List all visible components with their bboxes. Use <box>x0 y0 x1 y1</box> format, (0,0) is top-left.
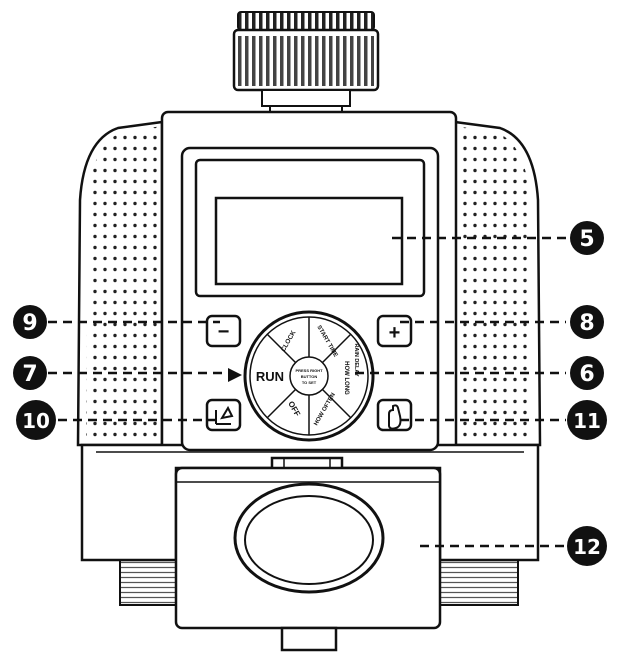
callout-6: 6 <box>570 356 604 390</box>
callout-10: 10 <box>16 400 56 440</box>
side-grips <box>76 120 542 447</box>
hand-icon <box>388 404 402 430</box>
leader-lines <box>48 236 566 548</box>
callout-7: 7 <box>13 356 47 390</box>
callout-11: 11 <box>567 400 607 440</box>
svg-text:10: 10 <box>22 409 50 433</box>
svg-text:7: 7 <box>22 362 37 387</box>
callout-5: 5 <box>570 221 604 255</box>
svg-text:8: 8 <box>579 311 594 336</box>
run-arrow-icon <box>228 368 242 382</box>
dial-center-line-3: TO SET <box>302 380 317 385</box>
plus-button[interactable]: + <box>376 314 413 348</box>
svg-text:9: 9 <box>22 311 37 336</box>
dial-label-how-long: HOW LONG <box>343 361 349 395</box>
plus-icon: + <box>389 322 401 344</box>
callout-9: 9 <box>13 305 47 339</box>
callout-8: 8 <box>570 305 604 339</box>
minus-icon: − <box>218 321 230 343</box>
program-dial[interactable]: RUN OFF CLOCK START TIME HOW LONG HOW OF… <box>243 310 375 442</box>
inlet-connector <box>232 11 380 117</box>
dial-label-run: RUN <box>256 369 284 384</box>
svg-text:6: 6 <box>579 362 594 387</box>
svg-text:11: 11 <box>573 409 601 433</box>
rain-delay-button[interactable] <box>205 398 242 432</box>
callout-12: 12 <box>567 526 607 566</box>
dial-center-line-2: BUTTON <box>301 374 318 379</box>
manual-water-button[interactable] <box>376 398 413 432</box>
svg-text:12: 12 <box>573 535 601 559</box>
dial-label-rain-delay: RAIN DELAY <box>353 343 359 376</box>
rain-delay-icon <box>215 405 234 425</box>
lcd-display <box>214 196 404 286</box>
dial-center-line-1: PRESS RIGHT <box>295 368 323 373</box>
battery-cover[interactable] <box>174 456 442 652</box>
svg-text:5: 5 <box>579 227 594 252</box>
minus-button[interactable]: − <box>205 314 242 348</box>
